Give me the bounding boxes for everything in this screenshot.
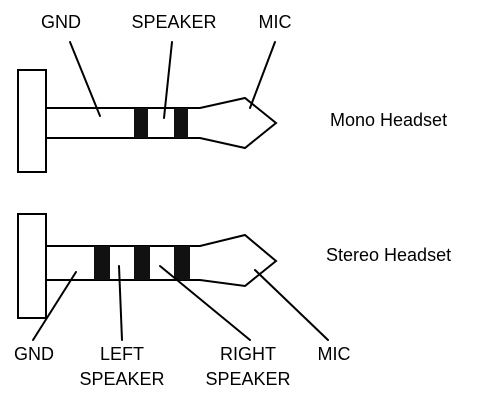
mono-speaker-label: SPEAKER [131,12,217,32]
mono-mic-leader [249,41,276,109]
mono-mic-label: MIC [258,12,292,32]
stereo-left-speaker-leader [118,265,123,341]
mono-plug-shaft [45,96,278,150]
stereo-plug-collar [17,213,47,319]
mono-plug-collar [17,69,47,173]
stereo-gnd-leader [32,271,77,341]
stereo-insulator-band-1 [94,246,110,280]
stereo-right-label-line2: SPEAKER [205,369,291,389]
stereo-left-label-line1: LEFT [99,344,145,364]
mono-headset-title: Mono Headset [330,110,448,130]
stereo-insulator-band-2 [134,246,150,280]
stereo-headset-title: Stereo Headset [326,245,452,265]
stereo-gnd-label: GND [14,344,54,364]
stereo-mic-label: MIC [317,344,351,364]
stereo-right-speaker-leader [159,265,251,341]
stereo-insulator-band-3 [174,246,190,280]
stereo-mic-leader [254,269,329,341]
mono-insulator-band-1 [134,108,148,138]
mono-plug [17,41,278,173]
stereo-plug-shaft [45,233,278,288]
mono-gnd-leader [69,41,101,117]
mono-insulator-band-2 [174,108,188,138]
stereo-right-label-line1: RIGHT [220,344,276,364]
mono-speaker-leader [163,41,173,119]
stereo-plug [17,213,329,341]
mono-gnd-label: GND [41,12,81,32]
stereo-left-label-line2: SPEAKER [79,369,165,389]
